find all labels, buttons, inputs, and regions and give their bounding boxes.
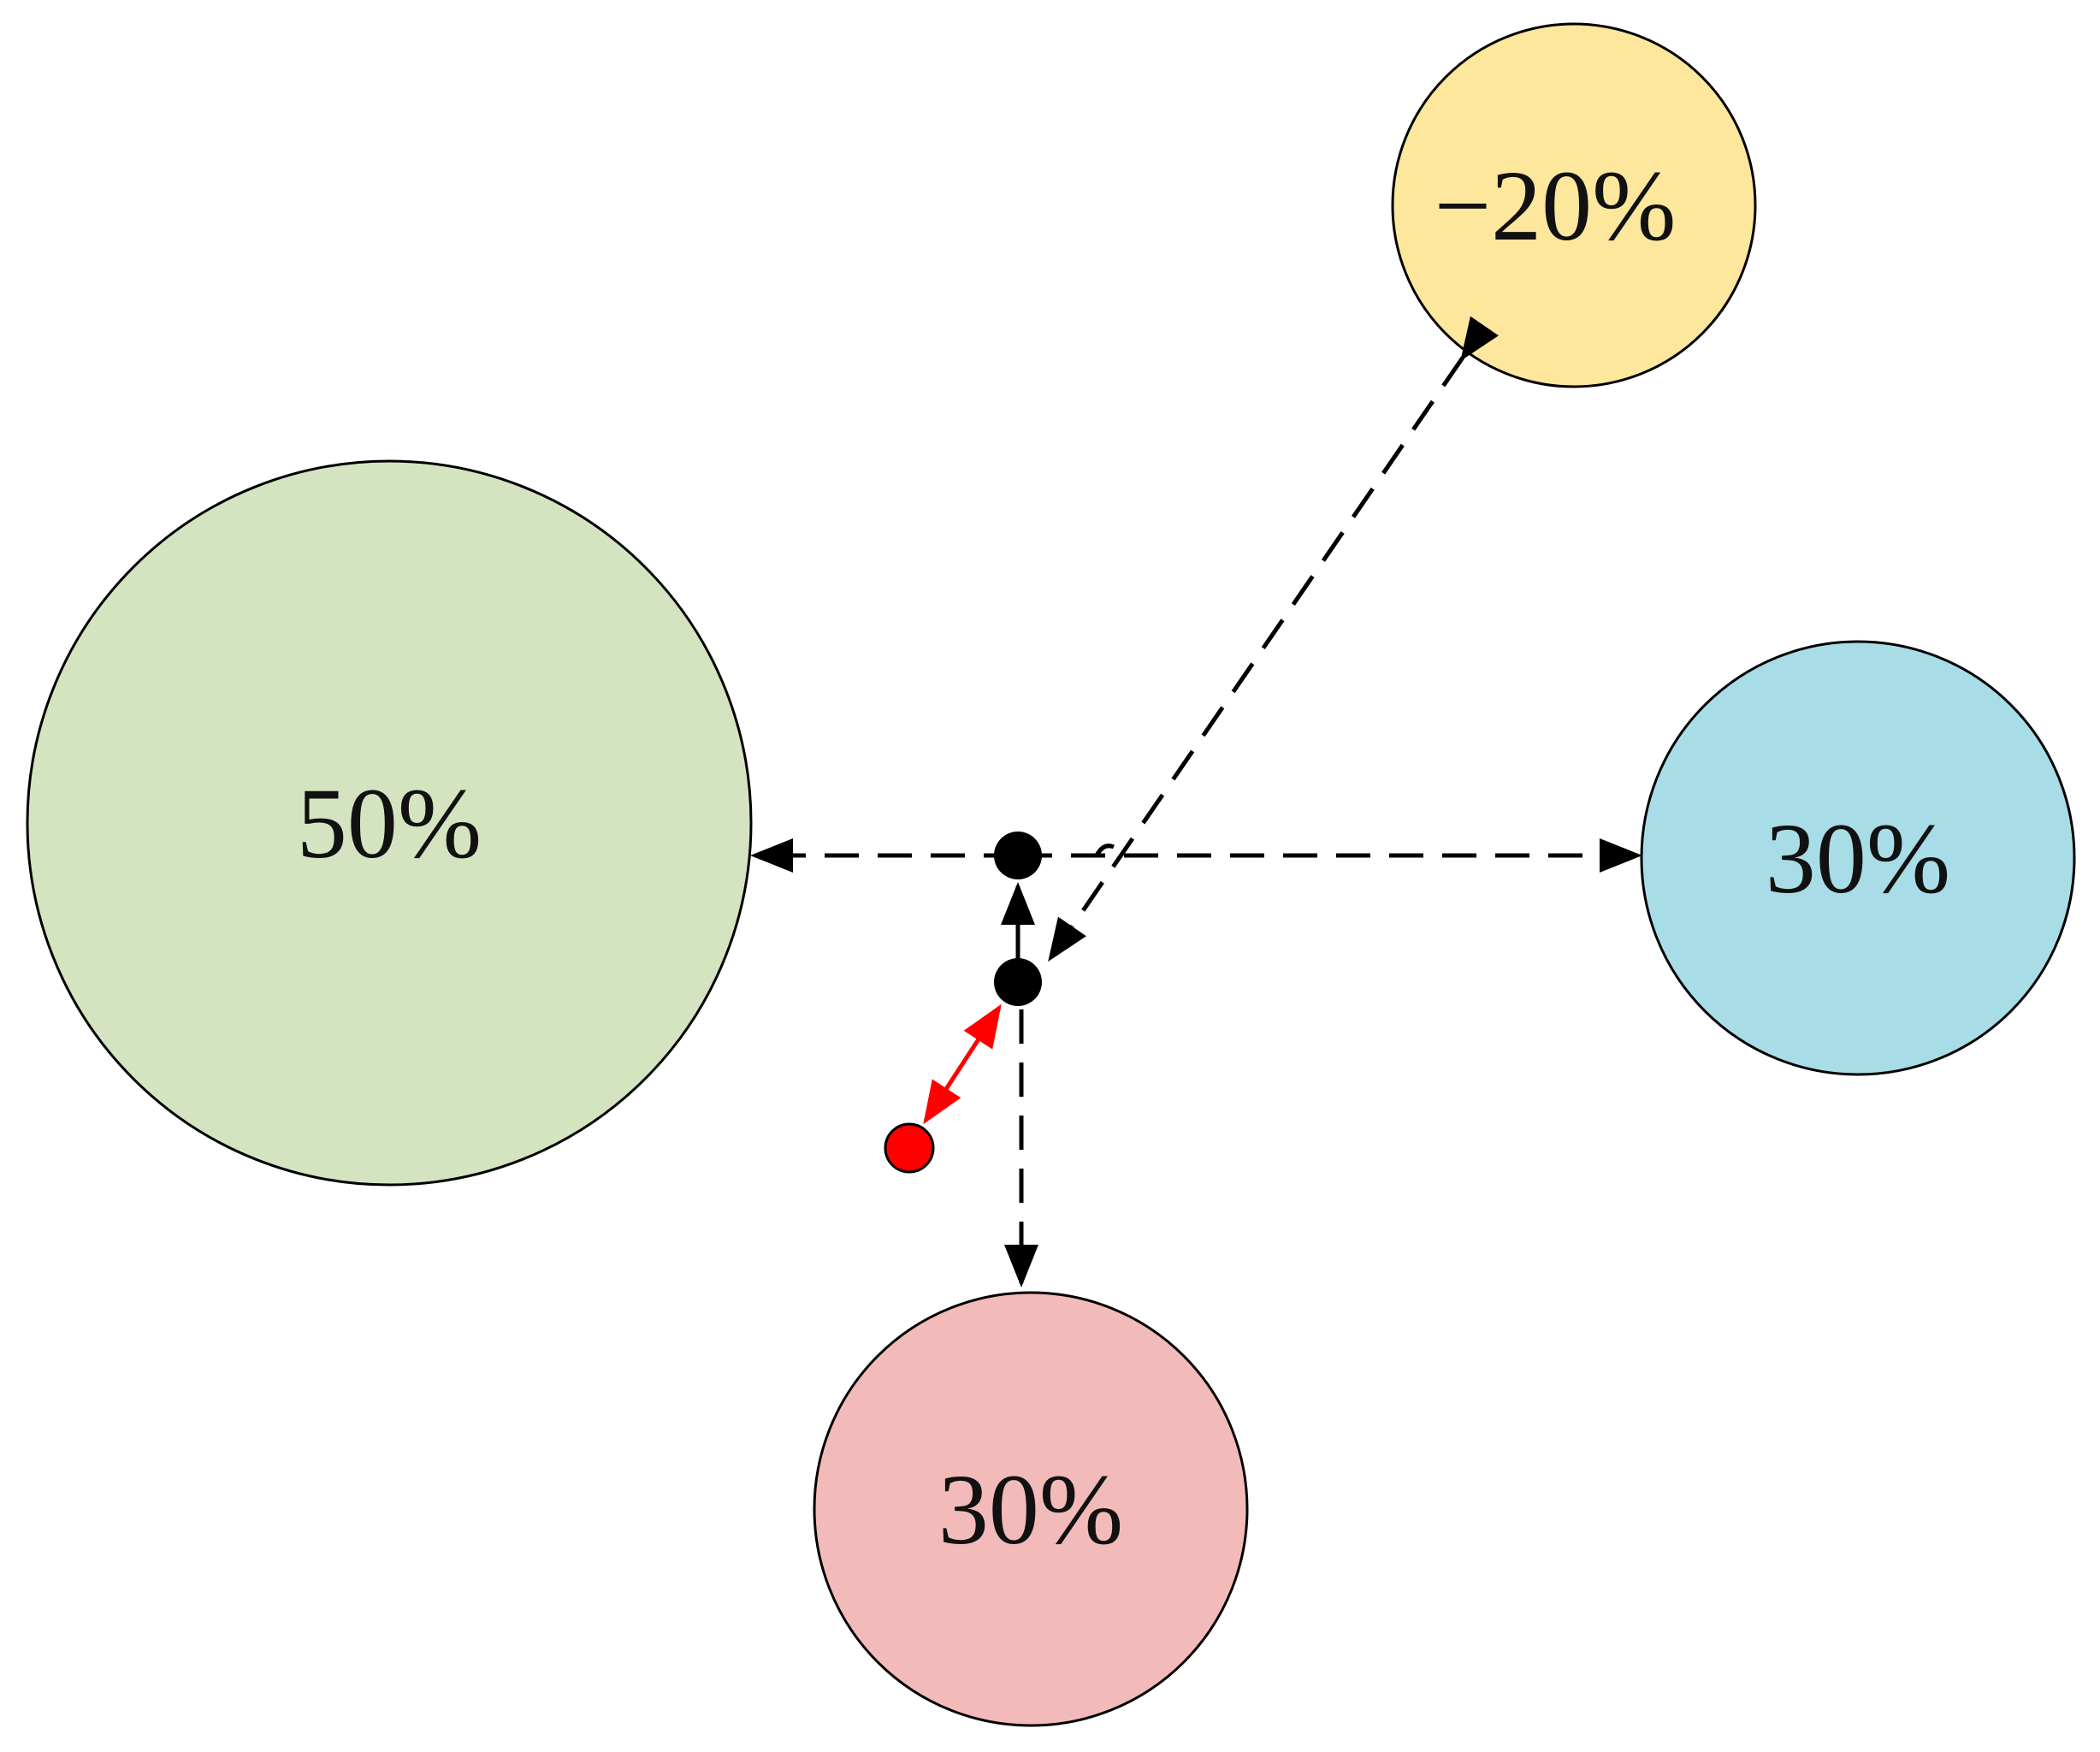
right-weight-label: 30% [1766, 802, 1950, 914]
top-right-weight-label: −20% [1435, 150, 1677, 262]
top-right-weight-circle [1391, 22, 1757, 388]
line-crossing-hop [1094, 843, 1115, 857]
red-offset-arrow [923, 1003, 1002, 1125]
lower-black-point [994, 958, 1042, 1006]
diagonal-dashed-link [1048, 316, 1499, 962]
upper-black-point [994, 832, 1042, 879]
red-point [884, 1122, 935, 1174]
left-weight-circle [26, 459, 753, 1187]
bottom-weight-circle [813, 1291, 1249, 1727]
left-weight-label: 50% [297, 767, 482, 879]
bottom-weight-label: 30% [938, 1453, 1123, 1566]
